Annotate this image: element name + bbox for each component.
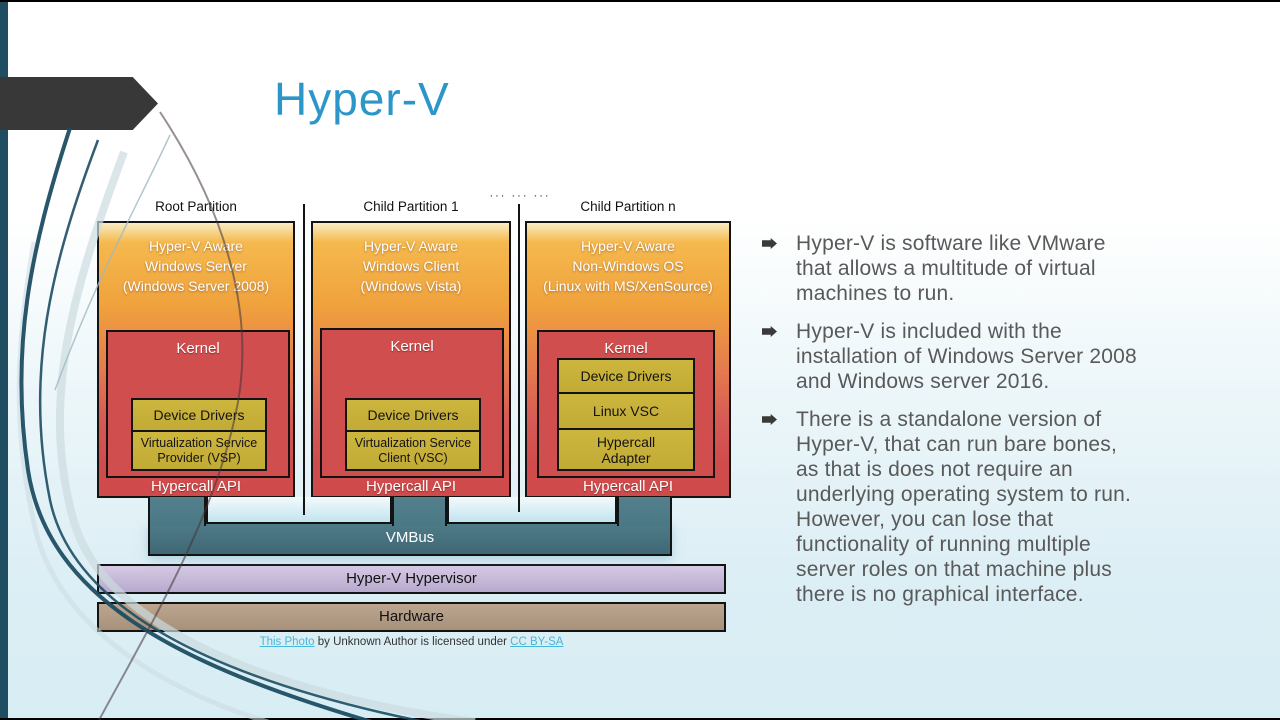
bullet-item: Hyper-V is software like VMware that all… bbox=[762, 231, 1232, 306]
hypervisor-bar: Hyper-V Hypervisor bbox=[97, 564, 726, 594]
vsc-cell: Virtualization Service Client (VSC) bbox=[345, 430, 481, 471]
hypercall-api-label: Hypercall API bbox=[365, 478, 457, 495]
vmbus-connector bbox=[148, 497, 206, 526]
os-text: Hyper-V Aware Non-Windows OS (Linux with… bbox=[543, 238, 713, 294]
bullet-arrow-icon bbox=[762, 238, 777, 249]
vmbus-connector bbox=[392, 497, 447, 526]
vmbus-bar: VMBus bbox=[148, 524, 672, 556]
device-drivers-cell: Device Drivers bbox=[345, 398, 481, 432]
bullet-text: Hyper-V is included with the installatio… bbox=[796, 320, 1137, 393]
bullet-item: There is a standalone version of Hyper-V… bbox=[762, 407, 1232, 607]
child-partition-1-box: Hyper-V Aware Windows Client (Windows Vi… bbox=[311, 221, 511, 498]
this-photo-link[interactable]: This Photo bbox=[259, 636, 315, 648]
root-partition-box: Hyper-V Aware Windows Server (Windows Se… bbox=[97, 221, 295, 498]
hardware-bar: Hardware bbox=[97, 602, 726, 632]
kernel-box: Kernel Device Drivers Virtualization Ser… bbox=[320, 328, 504, 478]
ellipsis-dots: ··· ··· ··· bbox=[489, 190, 551, 202]
child-partition-n-box: Hyper-V Aware Non-Windows OS (Linux with… bbox=[525, 221, 731, 498]
partition-divider-line bbox=[518, 204, 520, 512]
cc-by-sa-link[interactable]: CC BY-SA bbox=[510, 636, 564, 648]
bullet-arrow-icon bbox=[762, 326, 777, 337]
bullet-arrow-icon bbox=[762, 414, 777, 425]
vsp-cell: Virtualization Service Provider (VSP) bbox=[131, 430, 267, 471]
vmbus-notch bbox=[447, 497, 617, 524]
linux-vsc-cell: Linux VSC bbox=[557, 392, 695, 430]
top-edge-line bbox=[0, 0, 1280, 2]
device-drivers-cell: Device Drivers bbox=[557, 358, 695, 394]
child-partition-n-label: Child Partition n bbox=[580, 199, 676, 214]
hypercall-adapter-cell: Hypercall Adapter bbox=[557, 428, 695, 471]
device-drivers-cell: Device Drivers bbox=[131, 398, 267, 432]
os-text: Hyper-V Aware Windows Client (Windows Vi… bbox=[360, 238, 462, 294]
left-accent-bar bbox=[0, 0, 8, 720]
bullet-list: Hyper-V is software like VMware that all… bbox=[762, 231, 1232, 620]
title-arrow-shape bbox=[0, 77, 158, 130]
os-text: Hyper-V Aware Windows Server (Windows Se… bbox=[122, 238, 270, 294]
page-title: Hyper-V bbox=[274, 73, 450, 125]
root-partition-label: Root Partition bbox=[155, 199, 237, 214]
caption-text: by Unknown Author is licensed under bbox=[314, 636, 511, 648]
partition-divider-line bbox=[303, 204, 305, 515]
kernel-box: Kernel Device Drivers Virtualization Ser… bbox=[106, 330, 290, 478]
bullet-text: Hyper-V is software like VMware that all… bbox=[796, 232, 1106, 305]
vmbus-notch bbox=[206, 497, 392, 524]
attribution-caption: This Photo by Unknown Author is licensed… bbox=[97, 636, 726, 648]
bottom-edge-line bbox=[0, 718, 1280, 720]
bullet-text: There is a standalone version of Hyper-V… bbox=[796, 408, 1132, 606]
hypercall-api-label: Hypercall API bbox=[150, 478, 242, 495]
hypercall-api-label: Hypercall API bbox=[582, 478, 674, 495]
kernel-box: Kernel Device Drivers Linux VSC Hypercal… bbox=[537, 330, 715, 478]
vmbus-connector bbox=[617, 497, 672, 526]
bullet-item: Hyper-V is included with the installatio… bbox=[762, 319, 1232, 394]
